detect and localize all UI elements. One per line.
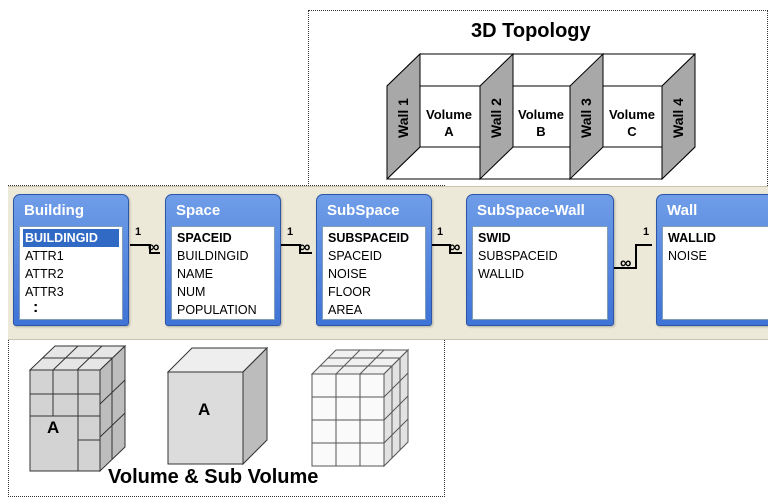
table-title: SubSpace-Wall xyxy=(477,202,585,219)
volume-word: Volume xyxy=(609,107,655,122)
wall-label-4: Wall 4 xyxy=(670,98,686,138)
field-row[interactable]: POPULATION xyxy=(177,303,257,317)
solid-volume-cube xyxy=(166,346,269,466)
grid-volume-cube xyxy=(310,348,410,468)
field-list[interactable]: BUILDINGID ATTR1 ATTR2 ATTR3 : xyxy=(19,226,123,320)
field-row[interactable]: BUILDINGID xyxy=(177,249,249,263)
field-row[interactable]: ATTR2 xyxy=(25,267,64,281)
table-title: Building xyxy=(24,202,84,219)
topology-title: 3D Topology xyxy=(471,20,591,42)
rel-one-label: 1 xyxy=(437,226,444,238)
volume-word: Volume xyxy=(426,107,472,122)
field-row[interactable]: ATTR3 xyxy=(25,285,64,299)
more-fields-indicator: : xyxy=(33,299,39,316)
field-row[interactable]: FLOOR xyxy=(328,285,372,299)
field-list[interactable]: SUBSPACEID SPACEID NOISE FLOOR AREA xyxy=(322,226,426,320)
field-row[interactable]: NAME xyxy=(177,267,214,281)
field-row[interactable]: BUILDINGID xyxy=(23,229,119,247)
table-wall[interactable]: Wall WALLID NOISE xyxy=(656,194,768,326)
volume-label-b: Volume B xyxy=(510,106,572,140)
table-title: Wall xyxy=(667,202,698,219)
table-title: SubSpace xyxy=(327,202,400,219)
volume-letter: C xyxy=(627,124,637,139)
cube-label-a: A xyxy=(47,418,60,437)
field-list[interactable]: WALLID NOISE xyxy=(662,226,768,320)
field-row[interactable]: AREA xyxy=(328,303,363,317)
table-building[interactable]: Building BUILDINGID ATTR1 ATTR2 ATTR3 : xyxy=(13,194,129,326)
volume-letter: A xyxy=(444,124,454,139)
rel-many-label: ∞ xyxy=(299,239,311,256)
volume-section-title: Volume & Sub Volume xyxy=(108,466,319,488)
volume-label-c: Volume C xyxy=(601,106,663,140)
table-space[interactable]: Space SPACEID BUILDINGID NAME NUM POPULA… xyxy=(165,194,281,326)
field-row[interactable]: ATTR1 xyxy=(25,249,64,263)
wall-label-2: Wall 2 xyxy=(488,98,504,138)
field-row[interactable]: SUBSPACEID xyxy=(478,249,558,263)
rel-one-label: 1 xyxy=(287,226,294,238)
field-row[interactable]: NOISE xyxy=(668,249,707,263)
volume-word: Volume xyxy=(518,107,564,122)
field-row[interactable]: SWID xyxy=(478,231,511,245)
wall-4-plane xyxy=(661,52,696,181)
rel-many-label: ∞ xyxy=(620,255,632,272)
rel-one-label: 1 xyxy=(135,226,142,238)
field-list[interactable]: SPACEID BUILDINGID NAME NUM POPULATION xyxy=(171,226,275,320)
rel-one-label: 1 xyxy=(643,226,650,238)
subdivided-volume-cube xyxy=(28,344,127,473)
wall-2-plane xyxy=(479,52,514,181)
wall-label-1: Wall 1 xyxy=(395,98,411,138)
field-row[interactable]: WALLID xyxy=(668,231,716,245)
rel-many-label: ∞ xyxy=(449,239,461,256)
field-row[interactable]: SUBSPACEID xyxy=(328,231,410,245)
relationship-lines xyxy=(130,244,652,269)
field-row[interactable]: WALLID xyxy=(478,267,525,281)
table-title: Space xyxy=(176,202,221,219)
wall-3-plane xyxy=(569,52,604,181)
wall-label-3: Wall 3 xyxy=(578,98,594,138)
cube-label-a: A xyxy=(198,400,211,419)
field-row[interactable]: NOISE xyxy=(328,267,367,281)
field-row[interactable]: SPACEID xyxy=(177,231,232,245)
field-row[interactable]: NUM xyxy=(177,285,206,299)
field-row[interactable]: SPACEID xyxy=(328,249,382,263)
wall-1-plane xyxy=(386,52,421,181)
field-list[interactable]: SWID SUBSPACEID WALLID xyxy=(472,226,608,320)
table-subspace[interactable]: SubSpace SUBSPACEID SPACEID NOISE FLOOR … xyxy=(316,194,432,326)
rel-many-label: ∞ xyxy=(148,239,160,256)
table-subspace-wall[interactable]: SubSpace-Wall SWID SUBSPACEID WALLID xyxy=(466,194,614,326)
volume-letter: B xyxy=(536,124,546,139)
volume-label-a: Volume A xyxy=(418,106,480,140)
